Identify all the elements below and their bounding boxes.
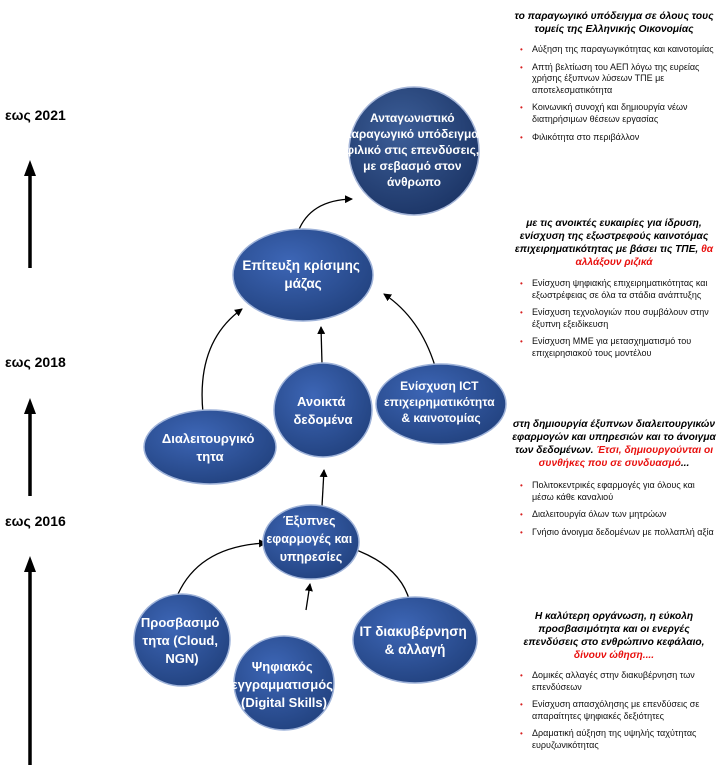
node-top-line: άνθρωπο <box>387 175 441 189</box>
svg-text:IT διακυβέρνηση & αλλαγή: IT διακυβέρνηση & αλλαγή <box>359 624 470 657</box>
arrow-interop-to-critical <box>201 308 243 414</box>
node-digital-line: Ψηφιακός <box>252 659 313 674</box>
node-interop-line: τητα <box>196 449 223 464</box>
list-item: Κοινωνική συνοχή και δημιουργία νέων δια… <box>512 102 716 125</box>
section-heading-text: Η καλύτερη οργάνωση, η εύκολη προσβασιμό… <box>523 611 705 648</box>
svg-text:Ψηφιακός εγγραμματισμός: Ψηφιακός εγγραμματισμός (Digital Skills) <box>231 659 336 710</box>
node-accessibility: Προσβασιμό τητα (Cloud, NGN) <box>133 593 231 687</box>
node-ict-line: επιχειρηματικότητα <box>384 395 495 409</box>
list-item: Απτή βελτίωση του ΑΕΠ λόγω της ευρείας χ… <box>512 62 716 97</box>
section-heading-emphasis: Έτσι, δημιουργούνται οι συνθήκες που σε … <box>538 445 714 469</box>
list-item: Πολιτοκεντρικές εφαρμογές για όλους και … <box>512 480 716 503</box>
section-heading: με τις ανοικτές ευκαιρίες για ίδρυση, εν… <box>512 217 716 269</box>
node-critical-line: μάζας <box>284 276 321 291</box>
bullet-list: Αύξηση της παραγωγικότητας και καινοτομί… <box>512 44 716 143</box>
arrow-opendata-to-critical <box>317 326 326 365</box>
svg-text:Έξυπνες εφαρμογές και: Έξυπνες εφαρμογές και υπηρεσίες <box>266 514 355 564</box>
list-item: Γνήσιο άνοιγμα δεδομένων με πολλαπλή αξί… <box>512 527 716 539</box>
node-access-line: Προσβασιμό <box>141 615 220 630</box>
section-heading-text: στη δημιουργία έξυπνων διαλειτουργικών ε… <box>512 419 716 456</box>
svg-text:Προσβασιμό τητα (Cloud,: Προσβασιμό τητα (Cloud, NGN) <box>141 615 223 666</box>
section-human-capital: Η καλύτερη οργάνωση, η εύκολη προσβασιμό… <box>512 610 716 758</box>
node-smart-line: Έξυπνες <box>283 514 335 528</box>
section-heading-text: το παραγωγικό υπόδειγμα σε όλους τους το… <box>514 11 714 35</box>
svg-text:Ανοικτά δεδομένα: Ανοικτά δεδομένα <box>294 394 353 427</box>
section-heading: Η καλύτερη οργάνωση, η εύκολη προσβασιμό… <box>512 610 716 662</box>
section-heading-emphasis: θα αλλάξουν ριζικά <box>575 244 714 268</box>
node-top-line: Ανταγωνιστικό <box>370 111 455 125</box>
arrow-smart-to-opendata <box>319 469 328 507</box>
list-item: Αύξηση της παραγωγικότητας και καινοτομί… <box>512 44 716 56</box>
list-item: Δραματική αύξηση της υψηλής ταχύτητας ευ… <box>512 728 716 751</box>
node-ict-line: Ενίσχυση ICT <box>400 379 479 393</box>
node-smart-line: υπηρεσίες <box>280 550 343 564</box>
arrow-critical-to-top <box>297 195 353 233</box>
section-productive-model: το παραγωγικό υπόδειγμα σε όλους τους το… <box>512 10 716 149</box>
section-smart-apps: στη δημιουργία έξυπνων διαλειτουργικών ε… <box>512 418 716 544</box>
node-top-line: φιλικό στις επενδύσεις, <box>345 143 479 157</box>
node-critical-line: Επίτευξη κρίσιμης <box>242 258 360 273</box>
node-interop-line: Διαλειτουργικό <box>162 431 255 446</box>
node-itgov-line: & αλλαγή <box>385 642 446 657</box>
section-heading: το παραγωγικό υπόδειγμα σε όλους τους το… <box>512 10 716 36</box>
section-heading-emphasis: δίνουν ώθηση.... <box>573 650 655 661</box>
arrow-access-to-smart <box>177 539 267 595</box>
node-itgov-line: IT διακυβέρνηση <box>359 624 466 639</box>
year-label-2016: εως 2016 <box>5 513 66 529</box>
node-access-line: τητα (Cloud, <box>142 633 218 648</box>
bullet-list: Πολιτοκεντρικές εφαρμογές για όλους και … <box>512 480 716 538</box>
svg-text:Ανταγωνιστικό παραγωγικό: Ανταγωνιστικό παραγωγικό υπόδειγμα, φιλι… <box>343 111 486 189</box>
timeline-arrowhead-2021 <box>24 160 36 176</box>
node-critical-mass: Επίτευξη κρίσιμης μάζας <box>232 228 374 322</box>
arrow-ict-to-critical <box>383 293 436 367</box>
node-access-line: NGN) <box>165 651 198 666</box>
node-it-governance: IT διακυβέρνηση & αλλαγή <box>352 596 478 684</box>
section-heading-text: με τις ανοικτές ευκαιρίες για ίδρυση, εν… <box>514 218 709 255</box>
timeline-arrows <box>24 160 36 765</box>
bullet-list: Ενίσχυση ψηφιακής επιχειρηματικότητας κα… <box>512 278 716 360</box>
year-label-2021: εως 2021 <box>5 107 66 123</box>
timeline-arrowhead-2018 <box>24 398 36 414</box>
node-digital-skills: Ψηφιακός εγγραμματισμός (Digital Skills) <box>231 635 336 731</box>
node-open-data: Ανοικτά δεδομένα <box>273 362 373 458</box>
node-opendata-line: Ανοικτά <box>297 394 345 409</box>
year-label-2018: εως 2018 <box>5 354 66 370</box>
list-item: Δομικές αλλαγές στην διακυβέρνηση των επ… <box>512 670 716 693</box>
svg-text:Επίτευξη κρίσιμης μάζας: Επίτευξη κρίσιμης μάζας <box>242 258 363 291</box>
list-item: Ενίσχυση τεχνολογιών που συμβάλουν στην … <box>512 307 716 330</box>
node-top-line: παραγωγικό υπόδειγμα, <box>343 127 482 141</box>
node-top: Ανταγωνιστικό παραγωγικό υπόδειγμα, φιλι… <box>343 86 486 216</box>
list-item: Ενίσχυση απασχόλησης με επενδύσεις σε απ… <box>512 699 716 722</box>
section-heading-tail: ... <box>680 458 690 469</box>
node-top-line: με σεβασμό στον <box>363 159 462 173</box>
svg-text:Διαλειτουργικό τητα: Διαλειτουργικό τητα <box>162 431 258 464</box>
list-item: Διαλειτουργία όλων των μητρώων <box>512 509 716 521</box>
node-digital-line: εγγραμματισμός <box>231 677 333 692</box>
node-interoperability: Διαλειτουργικό τητα <box>143 409 277 485</box>
node-smart-line: εφαρμογές και <box>266 532 352 546</box>
svg-text:Ενίσχυση ICT επιχειρηματ: Ενίσχυση ICT επιχειρηματικότητα & καινοτ… <box>384 379 498 425</box>
node-ict: Ενίσχυση ICT επιχειρηματικότητα & καινοτ… <box>375 363 507 445</box>
list-item: Ενίσχυση ΜΜΕ για μετασχηματισμό του επιχ… <box>512 336 716 359</box>
node-digital-line: (Digital Skills) <box>241 695 327 710</box>
node-ict-line: & καινοτομίας <box>401 411 480 425</box>
list-item: Φιλικότητα στο περιβάλλον <box>512 132 716 144</box>
node-smart-apps: Έξυπνες εφαρμογές και υπηρεσίες <box>262 504 360 580</box>
node-opendata-line: δεδομένα <box>294 412 353 427</box>
roadmap-diagram: Ανταγωνιστικό παραγωγικό υπόδειγμα, φιλι… <box>24 86 507 765</box>
arrow-digital-to-smart <box>304 583 313 611</box>
bullet-list: Δομικές αλλαγές στην διακυβέρνηση των επ… <box>512 670 716 752</box>
section-heading: στη δημιουργία έξυπνων διαλειτουργικών ε… <box>512 418 716 470</box>
list-item: Ενίσχυση ψηφιακής επιχειρηματικότητας κα… <box>512 278 716 301</box>
timeline-arrowhead-2016 <box>24 556 36 572</box>
section-entrepreneurship: με τις ανοικτές ευκαιρίες για ίδρυση, εν… <box>512 217 716 366</box>
